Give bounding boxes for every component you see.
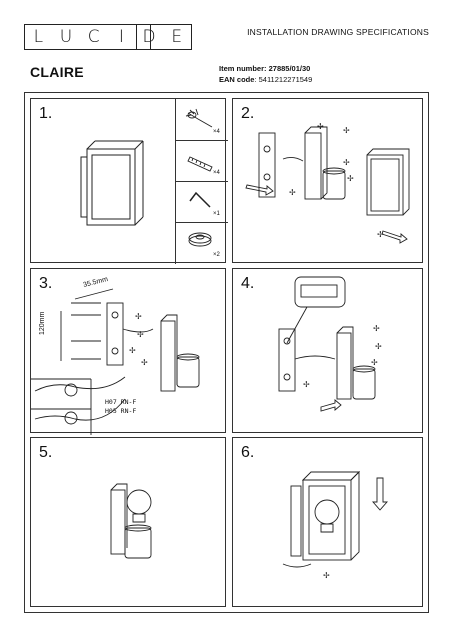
svg-text:✢: ✢	[135, 312, 142, 321]
step-number: 5.	[39, 444, 53, 461]
drawing-frame	[24, 92, 429, 613]
svg-text:✢: ✢	[373, 324, 380, 333]
cable-label-2: H05 RN-F	[105, 407, 137, 415]
qty-cable-gland: ×2	[213, 252, 220, 258]
step-5-drawing	[110, 483, 152, 559]
step-number: 1.	[39, 105, 53, 122]
step-5-panel: 5.	[30, 437, 226, 607]
product-name: CLAIRE	[30, 64, 84, 80]
qty-allen-key: ×1	[213, 211, 220, 217]
step-1-panel: 1.	[30, 98, 228, 264]
cable-label-1: H07 RN-F	[105, 398, 137, 406]
svg-text:✢: ✢	[141, 358, 148, 367]
step-number: 2.	[241, 105, 255, 122]
item-number-label: Item number:	[219, 64, 267, 73]
step-2-panel: 2. ✢ ✢ ✢ ✢ ✢ ✢	[232, 98, 423, 263]
item-number-value: 27885/01/30	[268, 64, 311, 73]
svg-text:✢: ✢	[323, 571, 330, 580]
svg-text:✢: ✢	[137, 330, 144, 339]
lamp-drawing	[80, 140, 144, 226]
parts-list: ×4 ×4 ×1 ×2	[175, 99, 228, 264]
logo-letter: L	[33, 27, 45, 47]
step-4-panel: 4. ✢ ✢ ✢ ✢	[232, 268, 423, 433]
step-3-panel: 3. ✢✢ ✢✢ 35.5mm 120mm H07 RN-F H05 RN-F	[30, 268, 226, 435]
logo-letter: I	[118, 27, 125, 47]
svg-text:✢: ✢	[289, 188, 296, 197]
qty-wall-plug: ×4	[213, 170, 220, 176]
svg-text:✢: ✢	[347, 174, 354, 183]
svg-text:✢: ✢	[317, 122, 324, 131]
step-number: 4.	[241, 275, 255, 292]
step-4-drawing: ✢ ✢ ✢ ✢	[278, 276, 382, 412]
qty-anchor-screw: ×4	[213, 129, 220, 135]
product-codes: Item number: 27885/01/30 EAN code: 54112…	[219, 64, 312, 85]
logo-letter: C	[87, 27, 101, 47]
svg-text:✢: ✢	[343, 126, 350, 135]
document-title: INSTALLATION DRAWING SPECIFICATIONS	[247, 27, 429, 37]
svg-text:✢: ✢	[129, 346, 136, 355]
step-number: 6.	[241, 444, 255, 461]
ean-label: EAN code	[219, 74, 255, 84]
logo-letter: D	[136, 27, 164, 47]
step-6-panel: 6. ✢	[232, 437, 423, 607]
step-2-drawing: ✢ ✢ ✢ ✢ ✢ ✢	[245, 122, 410, 244]
svg-text:✢: ✢	[377, 230, 384, 239]
ean-value: : 5411212271549	[254, 74, 313, 84]
svg-text:✢: ✢	[371, 358, 378, 367]
svg-text:✢: ✢	[303, 380, 310, 389]
dim-vertical: 120mm	[39, 311, 46, 335]
logo-letter: E	[171, 27, 184, 47]
step-6-drawing: ✢	[282, 470, 388, 580]
svg-text:✢: ✢	[375, 342, 382, 351]
lucide-logo: L U C I D E	[24, 24, 192, 50]
svg-text:✢: ✢	[343, 158, 350, 167]
logo-letter: U	[59, 27, 74, 47]
step-3-drawing: ✢✢ ✢✢	[31, 288, 200, 435]
step-number: 3.	[39, 275, 53, 292]
